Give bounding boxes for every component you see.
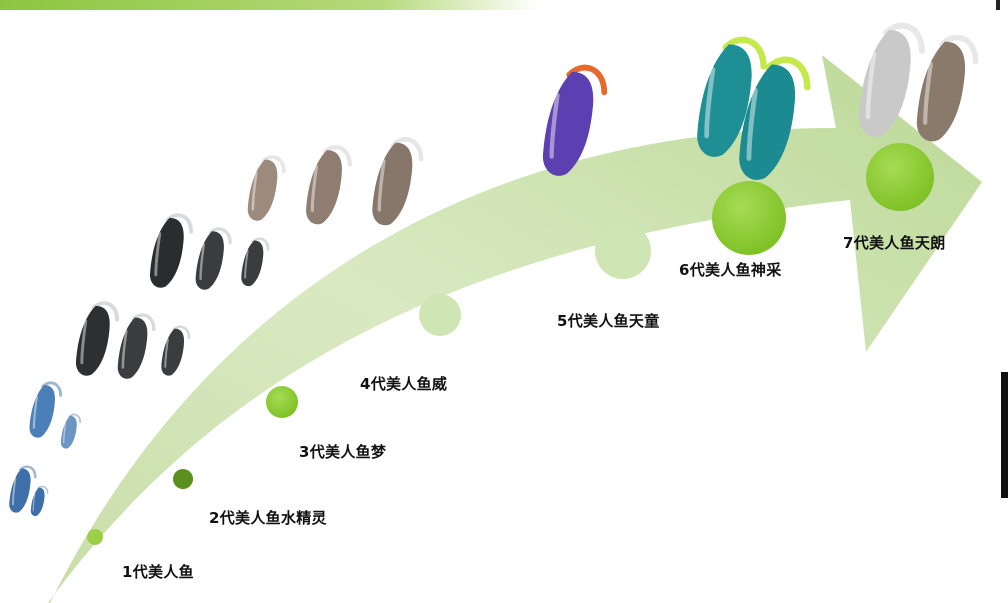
- generation-dot-1: [87, 529, 103, 545]
- hearing-aid-icon: [306, 147, 350, 224]
- generation-dot-7: [866, 143, 934, 211]
- generation-label-4: 4代美人鱼威: [360, 373, 447, 394]
- hearing-aid-icon: [917, 38, 976, 142]
- generation-label-3: 3代美人鱼梦: [299, 441, 386, 462]
- generation-dot-5: [595, 223, 651, 279]
- hearing-aid-icon: [76, 303, 117, 376]
- generation-dot-2: [173, 469, 193, 489]
- generation-label-1: 1代美人鱼: [122, 561, 194, 582]
- hearing-aid-icon: [372, 139, 421, 225]
- generation-label-6: 6代美人鱼神采: [679, 259, 782, 280]
- hearing-aid-icon: [150, 215, 191, 288]
- generation-dot-4: [419, 294, 461, 336]
- generation-label-5: 5代美人鱼天童: [557, 310, 660, 331]
- hearing-aid-icon: [118, 315, 154, 379]
- growth-arrow: [48, 55, 982, 603]
- hearing-aid-icon: [196, 229, 230, 290]
- generation-dot-6: [712, 181, 786, 255]
- hearing-aid-icon: [29, 383, 60, 438]
- generation-label-7: 7代美人鱼天朗: [843, 232, 946, 253]
- generation-label-2: 2代美人鱼水精灵: [209, 507, 327, 528]
- hearing-aid-icon: [31, 486, 48, 516]
- generation-dot-3: [266, 386, 298, 418]
- hearing-aid-icon: [241, 239, 268, 286]
- hearing-aid-icon: [61, 415, 80, 449]
- hearing-aid-icon: [248, 157, 284, 221]
- hearing-aid-icon: [161, 327, 189, 376]
- hearing-aid-icon: [859, 26, 922, 137]
